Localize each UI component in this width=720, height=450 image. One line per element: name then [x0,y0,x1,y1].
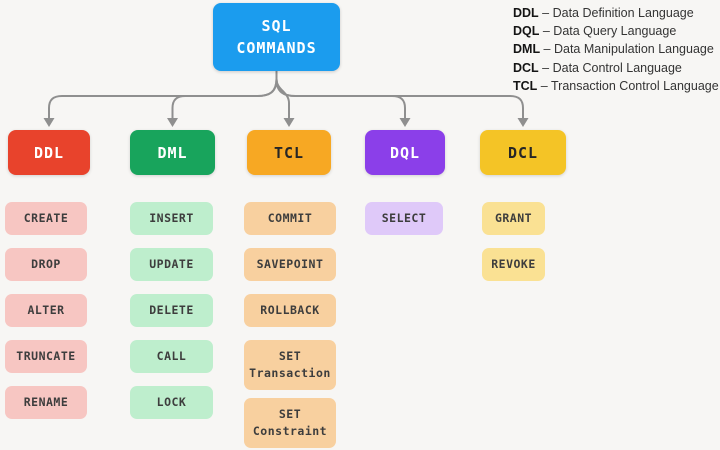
legend-abbr: TCL [513,78,538,93]
root-title-line1: SQL [261,17,292,35]
connector-line [275,78,524,119]
category-node-dcl: DCL [480,130,566,175]
command-node-truncate: TRUNCATE [5,340,87,373]
command-node-set-constraint: SET Constraint [244,398,336,448]
command-node-grant: GRANT [482,202,545,235]
command-node-rename: RENAME [5,386,87,419]
command-node-call: CALL [130,340,213,373]
legend-entry: DQL – Data Query Language [513,24,677,39]
arrowhead-icon [167,118,178,127]
category-node-tcl: TCL [247,130,331,175]
legend-abbr: DQL [513,24,540,39]
command-node-update: UPDATE [130,248,213,281]
command-node-drop: DROP [5,248,87,281]
legend-abbr: DDL [513,6,539,20]
category-node-dql: DQL [365,130,445,175]
legend-entry: DML – Data Manipulation Language [513,42,714,57]
command-node-commit: COMMIT [244,202,336,235]
legend-entry: TCL – Transaction Control Language [513,78,719,93]
command-node-set-transaction: SET Transaction [244,340,336,390]
connector-line [171,78,278,119]
command-node-revoke: REVOKE [482,248,545,281]
legend-entry: DCL – Data Control Language [513,60,682,75]
legend-abbr: DCL [513,60,539,75]
arrowhead-icon [517,118,529,127]
command-node-delete: DELETE [130,294,213,327]
legend-abbr: DML [513,42,541,57]
arrowhead-icon [43,118,55,127]
command-node-alter: ALTER [5,294,87,327]
connector-line [275,78,406,119]
category-node-dml: DML [130,130,215,175]
connector-line [275,78,290,119]
command-node-select: SELECT [365,202,443,235]
command-node-insert: INSERT [130,202,213,235]
arrowhead-icon [399,118,411,127]
arrowhead-icon [283,118,295,127]
command-node-rollback: ROLLBACK [244,294,336,327]
root-node-sql-commands: SQL COMMANDS [213,3,340,71]
command-node-savepoint: SAVEPOINT [244,248,336,281]
legend-entry: DDL – Data Definition Language [513,6,694,20]
root-title-line2: COMMANDS [236,39,317,57]
command-node-lock: LOCK [130,386,213,419]
connector-line [48,78,278,119]
command-node-create: CREATE [5,202,87,235]
category-node-ddl: DDL [8,130,90,175]
